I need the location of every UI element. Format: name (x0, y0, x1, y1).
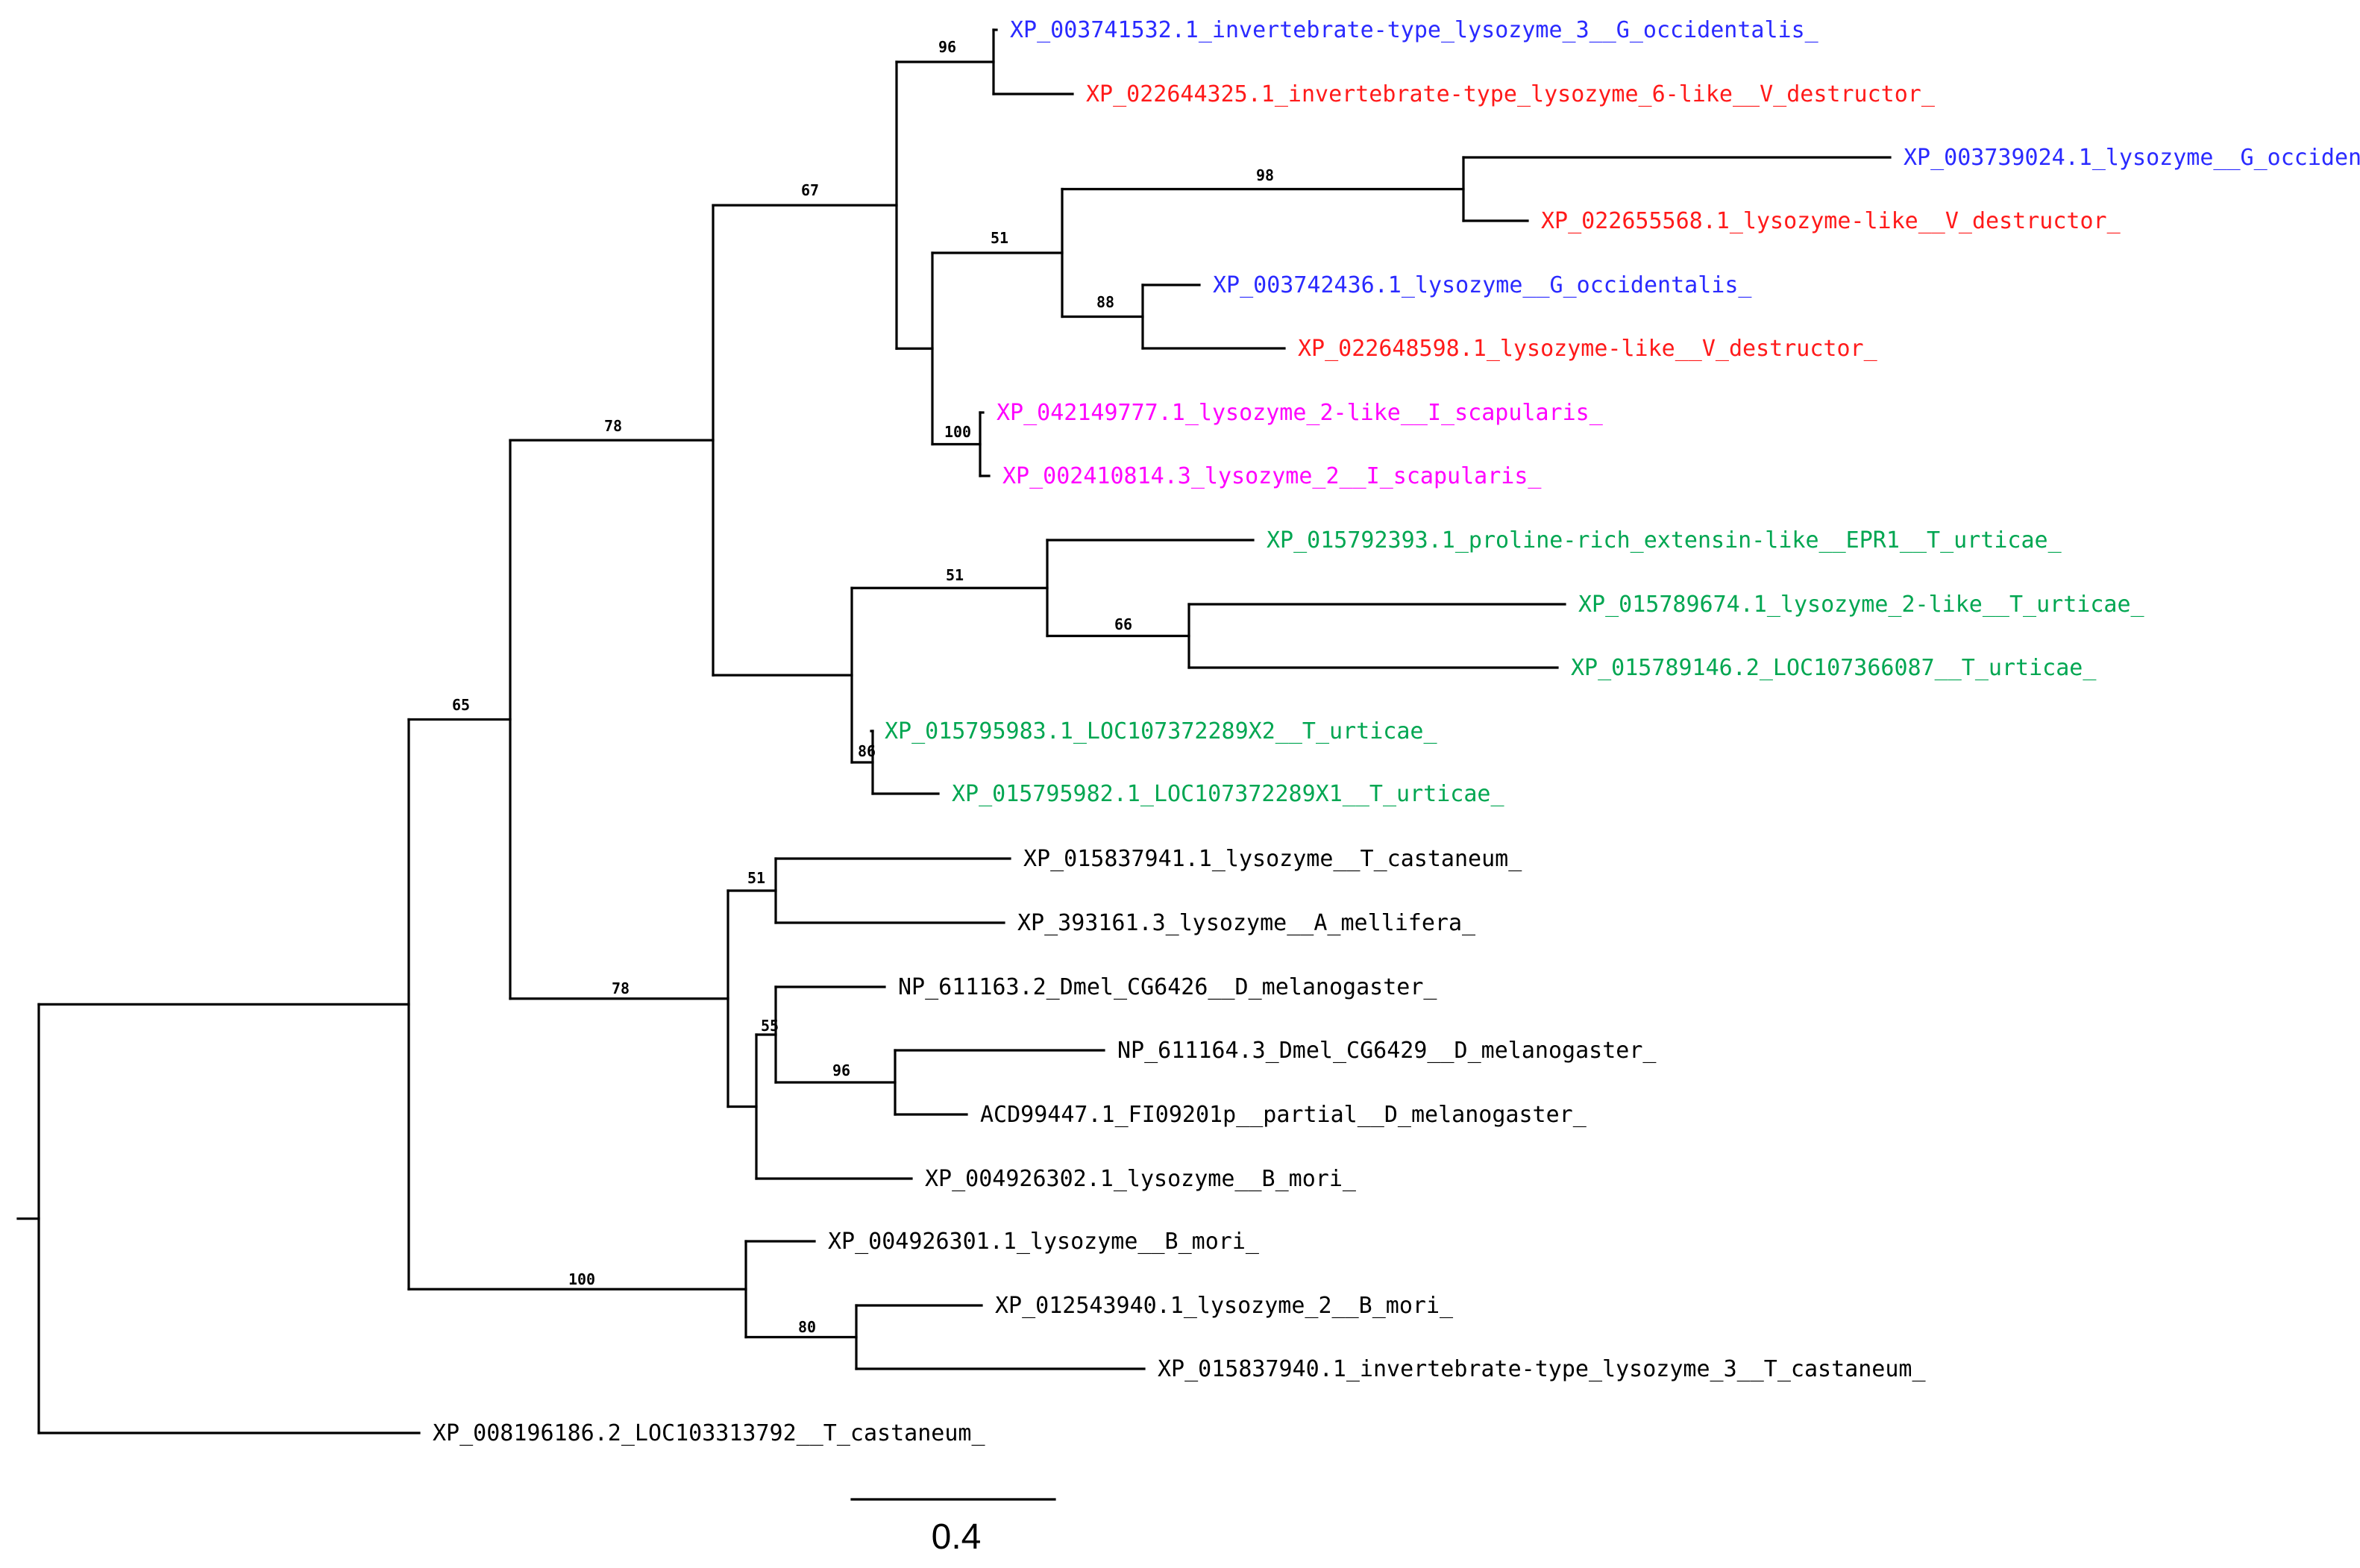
leaf-label: XP_015795983.1_LOC107372289X2__T_urticae… (885, 718, 1437, 744)
bootstrap-value: 100 (568, 1270, 595, 1288)
leaf-label: XP_003739024.1_lysozyme__G_occidentalis_ (1904, 145, 2360, 171)
leaf-label: XP_393161.3_lysozyme__A_mellifera_ (1017, 910, 1476, 936)
bootstrap-value: 51 (991, 229, 1008, 247)
bootstrap-value: 67 (801, 181, 819, 199)
leaf-label: XP_002410814.3_lysozyme_2__I_scapularis_ (1002, 463, 1542, 489)
bootstrap-value: 86 (858, 742, 876, 760)
leaf-label: XP_008196186.2_LOC103313792__T_castaneum… (433, 1420, 985, 1446)
leaf-label: XP_022644325.1_invertebrate-type_lysozym… (1086, 81, 1936, 107)
bootstrap-value: 88 (1096, 293, 1114, 311)
leaf-label: XP_015789674.1_lysozyme_2-like__T_urtica… (1578, 592, 2145, 618)
leaf-label: XP_015837940.1_invertebrate-type_lysozym… (1158, 1356, 1926, 1382)
leaf-label: XP_042149777.1_lysozyme_2-like__I_scapul… (997, 400, 1604, 426)
bootstrap-value: 100 (944, 423, 971, 441)
leaf-label: XP_012543940.1_lysozyme_2__B_mori_ (995, 1293, 1454, 1319)
bootstrap-value: 96 (832, 1061, 850, 1079)
leaf-label: NP_611164.3_Dmel_CG6429__D_melanogaster_ (1117, 1038, 1657, 1064)
leaf-label: XP_004926302.1_lysozyme__B_mori_ (925, 1166, 1357, 1192)
leaf-label: ACD99447.1_FI09201p__partial__D_melanoga… (980, 1102, 1587, 1128)
leaf-label: XP_003742436.1_lysozyme__G_occidentalis_ (1213, 272, 1752, 298)
leaf-label: NP_611163.2_Dmel_CG6426__D_melanogaster_ (898, 974, 1437, 1000)
bootstrap-value: 80 (798, 1318, 816, 1336)
bootstrap-value: 78 (604, 417, 622, 435)
tree-branches (16, 28, 1892, 1434)
bootstrap-value: 96 (938, 38, 956, 56)
scale-bar-label: 0.4 (932, 1517, 982, 1557)
leaf-labels: XP_003741532.1_invertebrate-type_lysozym… (433, 17, 2360, 1446)
bootstrap-labels: 96 67 98 51 88 100 78 51 66 86 65 51 78 55 96 100 80 (452, 38, 1274, 1336)
leaf-label: XP_003741532.1_invertebrate-type_lysozym… (1010, 17, 1819, 43)
bootstrap-value: 78 (612, 979, 630, 997)
leaf-label: XP_015792393.1_proline-rich_extensin-lik… (1267, 527, 2062, 553)
bootstrap-value: 66 (1114, 615, 1132, 633)
bootstrap-value: 55 (761, 1017, 779, 1035)
leaf-label: XP_015795982.1_LOC107372289X1__T_urticae… (952, 781, 1504, 807)
bootstrap-value: 51 (946, 566, 964, 584)
bootstrap-value: 98 (1256, 166, 1274, 184)
leaf-label: XP_004926301.1_lysozyme__B_mori_ (828, 1229, 1260, 1255)
leaf-label: XP_022655568.1_lysozyme-like__V_destruct… (1541, 208, 2121, 234)
bootstrap-value: 65 (452, 696, 470, 714)
bootstrap-value: 51 (747, 869, 765, 887)
leaf-label: XP_015789146.2_LOC107366087__T_urticae_ (1571, 655, 2097, 681)
scale-bar: 0.4 (850, 1498, 1056, 1557)
leaf-label: XP_022648598.1_lysozyme-like__V_destruct… (1298, 336, 1878, 362)
leaf-label: XP_015837941.1_lysozyme__T_castaneum_ (1023, 846, 1522, 872)
